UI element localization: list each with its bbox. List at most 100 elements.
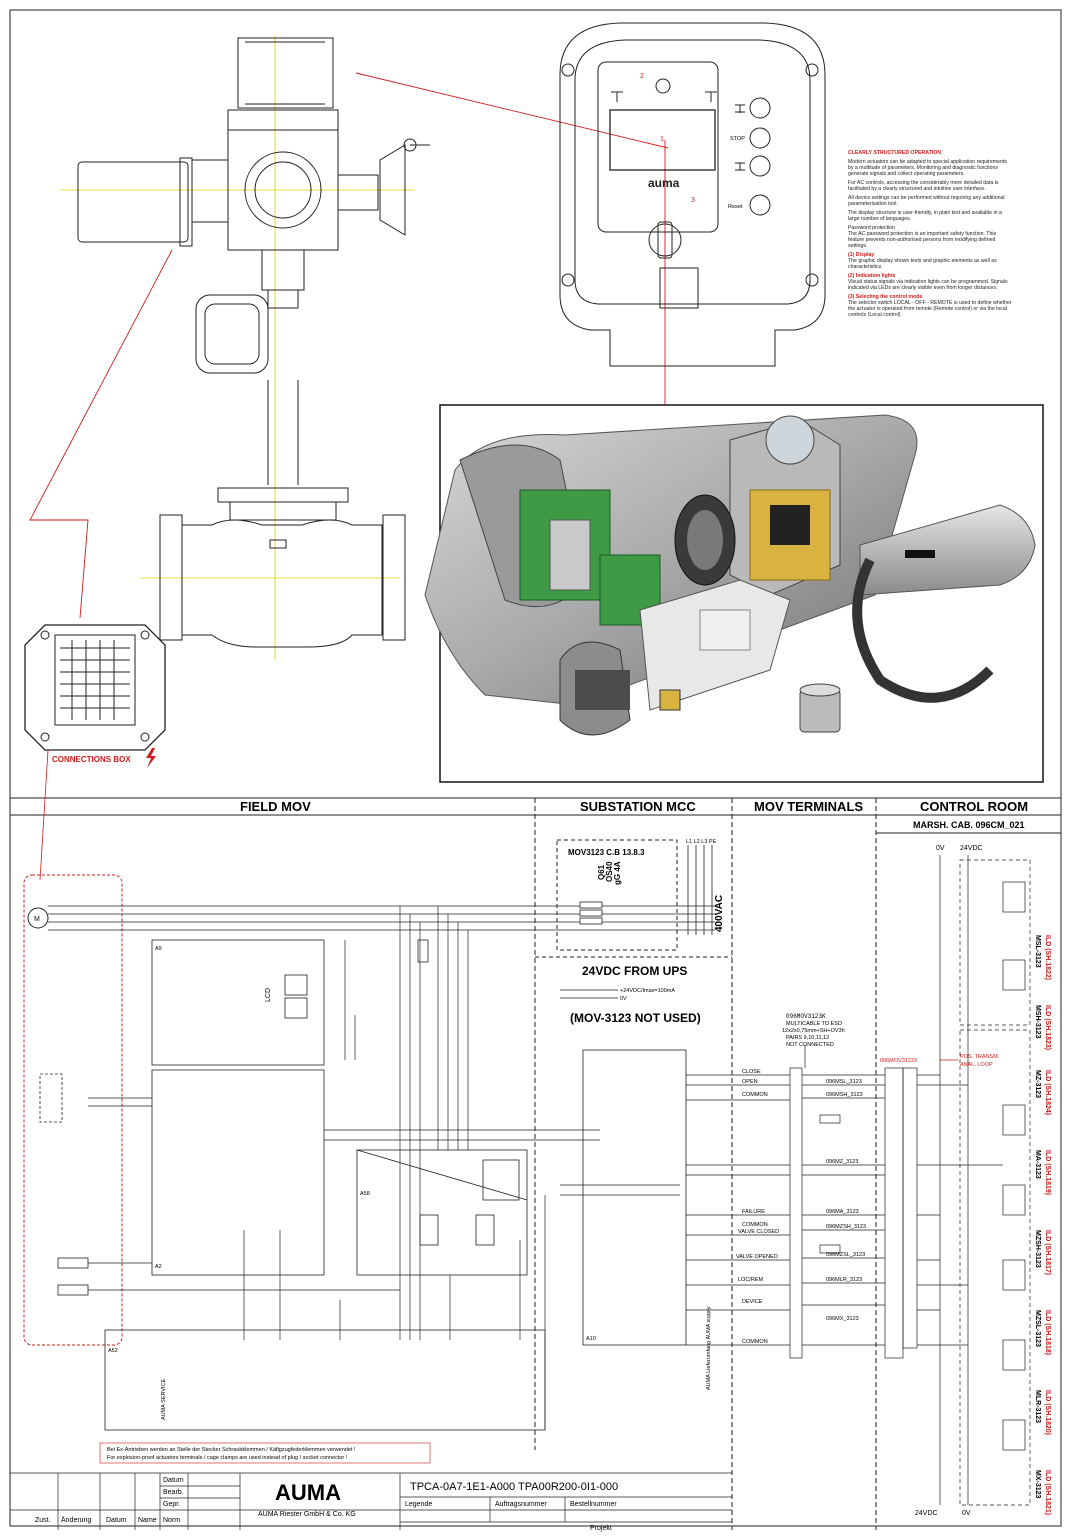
tb-bearb: Bearb. [163, 1489, 184, 1496]
ild-tag-msl: MSL-3123 [1034, 935, 1041, 968]
title-block [10, 1472, 732, 1530]
cable-tag: 096MOV3123X [880, 1058, 918, 1064]
panel-stop-label: STOP [730, 136, 745, 142]
tb-gepr: Gepr. [163, 1501, 180, 1508]
signal-common-1: COMMON [742, 1092, 768, 1098]
mcc-box [556, 839, 678, 951]
ild-tag-mx: MX-3123 [1034, 1470, 1041, 1499]
ild-code-mz: ILD (SH.1824) [1044, 1070, 1051, 1115]
panel-marker-1: 1 [660, 136, 664, 143]
op-p3: All device settings can be performed wit… [848, 195, 1005, 207]
op-p2: For AC controls, accessing the considera… [848, 180, 999, 192]
op-p4: The display structure is user-friendly, … [848, 210, 1002, 222]
connections-box [24, 624, 166, 751]
ild-labels: ILD (SH.1822) MSL-3123 ILD (SH.1823) MSH… [1034, 935, 1051, 1515]
ild-code-mx: ILD (SH.1821) [1044, 1470, 1051, 1515]
ild-tag-mzsl: MZSL-3123 [1034, 1310, 1041, 1347]
ild-tag-msh: MSH-3123 [1034, 1005, 1041, 1039]
op-p5: The AC password protection is an importa… [848, 231, 997, 249]
cable-line-5: NOT CONNECTED [786, 1042, 834, 1048]
field-wiring [88, 906, 790, 1430]
ild-code-mzsl: ILD (SH.1818) [1044, 1310, 1051, 1355]
module-a52: A52 [108, 1348, 118, 1354]
signal-failure: FAILURE [742, 1209, 765, 1215]
mcc-fuse-gg: gG 4A [613, 861, 622, 885]
cable-mzsl: 096MZSL_3123 [826, 1252, 865, 1258]
panel-reset-label: Reset [728, 204, 743, 210]
rail-top-24vdc: 24VDC [960, 845, 983, 852]
tb-zust: Zust. [35, 1517, 51, 1524]
signal-open: OPEN [742, 1079, 758, 1085]
tb-projekt: Projekt [590, 1525, 612, 1532]
power-lines [48, 845, 715, 935]
connections-box-label: CONNECTIONS BOX [52, 755, 131, 764]
ild-tag-mz: MZ-3123 [1034, 1070, 1041, 1098]
anal-loop: ANAL. LOOP [960, 1062, 993, 1068]
panel-brand: auma [648, 176, 680, 190]
terminal-strip [789, 1045, 918, 1359]
mcc-fuse-os40: OS40 [605, 861, 614, 882]
ild-code-mzsh: ILD (SH.1817) [1044, 1230, 1051, 1275]
not-used-label: (MOV-3123 NOT USED) [570, 1011, 701, 1025]
cable-msl: 096MSL_3123 [826, 1079, 862, 1085]
control-panel [559, 22, 826, 367]
tb-datum2: Datum [106, 1517, 127, 1524]
cable-mz: 096MZ_3123 [826, 1159, 858, 1165]
op-t3: The selector switch LOCAL - OFF - REMOTE… [848, 300, 1012, 318]
lightning-icon [146, 748, 156, 768]
tb-norm: Norm [163, 1517, 180, 1524]
signal-common-2: COMMON [742, 1222, 768, 1228]
cable-mlr: 096MLR_3123 [826, 1277, 862, 1283]
zigzag-leader [29, 249, 173, 619]
field-mov-boundary [23, 874, 123, 1346]
warning-line-2: For explosion-proof actuators terminals … [107, 1455, 348, 1461]
op-p5-title: Password protection [848, 225, 895, 231]
ild-code-mlr: ILD (SH.1820) [1044, 1390, 1051, 1435]
signal-device: DEVICE [742, 1299, 763, 1305]
op-title: CLEARLY STRUCTURED OPERATION [848, 150, 941, 156]
signal-common-3: COMMON [742, 1339, 768, 1345]
module-a10: A10 [586, 1336, 596, 1342]
field-mov-modules [39, 939, 687, 1431]
tb-legende: Legende [405, 1501, 432, 1508]
cable-line-1: 096MOV3123K [786, 1013, 826, 1020]
auma-supply: AUMA Lieferumfang AUMA supply [706, 1306, 712, 1390]
panel-marker-2: 2 [640, 73, 644, 80]
ups-heading: 24VDC FROM UPS [582, 964, 687, 978]
cable-msh: 096MSH_3123 [826, 1092, 863, 1098]
signal-valve-opened: VALVE OPENED [736, 1254, 778, 1260]
leader-line [355, 72, 669, 149]
cable-mx: 096MX_3123 [826, 1316, 859, 1322]
module-a9: A9 [155, 946, 162, 952]
module-a2: A2 [155, 1264, 162, 1270]
pos-transm: POS. TRANSM. [960, 1054, 1000, 1060]
warning-line-1: Bei Ex-Antrieben werden an Stelle der St… [107, 1447, 356, 1453]
panel-marker-3: 3 [691, 197, 695, 204]
section-mov-terminals: MOV TERMINALS [754, 799, 863, 814]
signal-loc-rem: LOC/REM [738, 1277, 763, 1283]
section-control-room: CONTROL ROOM [920, 799, 1028, 814]
tb-datum: Datum [163, 1477, 184, 1484]
rail-top-0v: 0V [936, 845, 945, 852]
sheet-border [9, 9, 1062, 1527]
ild-tag-ma: MA-3123 [1034, 1150, 1041, 1179]
ups-line-2: 0V [620, 996, 627, 1002]
marsh-cab-label: MARSH. CAB. 096CM_021 [913, 820, 1025, 830]
tb-aenderung: Änderung [61, 1516, 91, 1524]
ild-code-ma: ILD (SH.1819) [1044, 1150, 1051, 1195]
op-p1: Modern actuators can be adapted to speci… [848, 159, 1007, 177]
signal-valve-closed: VALVE CLOSED [738, 1229, 779, 1235]
op-t1: The graphic display shows texts and grap… [848, 258, 997, 270]
ups-line-1: +24VDC/Imax=100mA [620, 988, 675, 994]
actuator-line-drawing [60, 35, 430, 660]
cable-line-2: MULTICABLE TO ESD [786, 1021, 842, 1027]
tb-name: Name [138, 1517, 157, 1524]
tb-bestell: Bestellnummer [570, 1501, 617, 1508]
rail-bottom-24vdc: 24VDC [915, 1510, 938, 1517]
cable-mzsh: 096MZSH_3123 [826, 1224, 866, 1230]
ild-tag-mlr: MLR-3123 [1034, 1390, 1041, 1423]
company-logo: AUMA [275, 1480, 341, 1505]
cutaway-photo [424, 414, 1036, 736]
section-substation-mcc: SUBSTATION MCC [580, 799, 696, 814]
